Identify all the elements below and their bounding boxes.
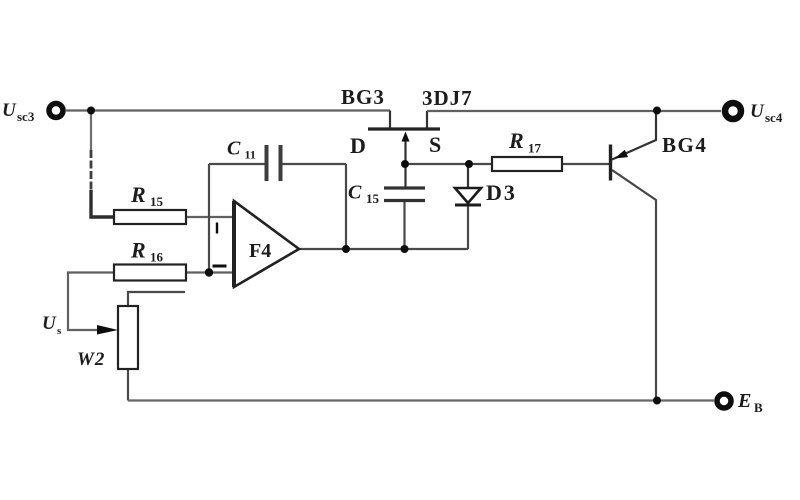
svg-text:C: C [348,182,362,204]
svg-text:U: U [2,100,17,121]
svg-text:s: s [57,325,62,337]
svg-text:E: E [737,390,751,412]
svg-text:17: 17 [528,141,542,156]
svg-text:BG3: BG3 [341,85,385,109]
svg-text:BG4: BG4 [662,133,707,157]
svg-text:sc3: sc3 [17,109,35,124]
svg-text:D: D [350,133,366,158]
svg-text:sc4: sc4 [765,110,783,125]
svg-text:11: 11 [245,148,256,162]
svg-text:C: C [227,138,241,160]
svg-text:B: B [754,400,763,415]
svg-text:F4: F4 [249,240,271,262]
svg-text:R: R [130,182,146,207]
svg-text:3DJ7: 3DJ7 [422,86,473,110]
svg-text:D3: D3 [486,180,517,205]
svg-text:16: 16 [150,250,164,265]
svg-text:U: U [750,101,765,122]
svg-text:S: S [429,132,441,157]
svg-text:U: U [42,313,57,334]
svg-text:W2: W2 [77,349,105,370]
svg-text:R: R [130,238,146,263]
svg-text:15: 15 [150,194,164,209]
svg-text:R: R [508,128,524,153]
svg-text:15: 15 [366,191,380,206]
